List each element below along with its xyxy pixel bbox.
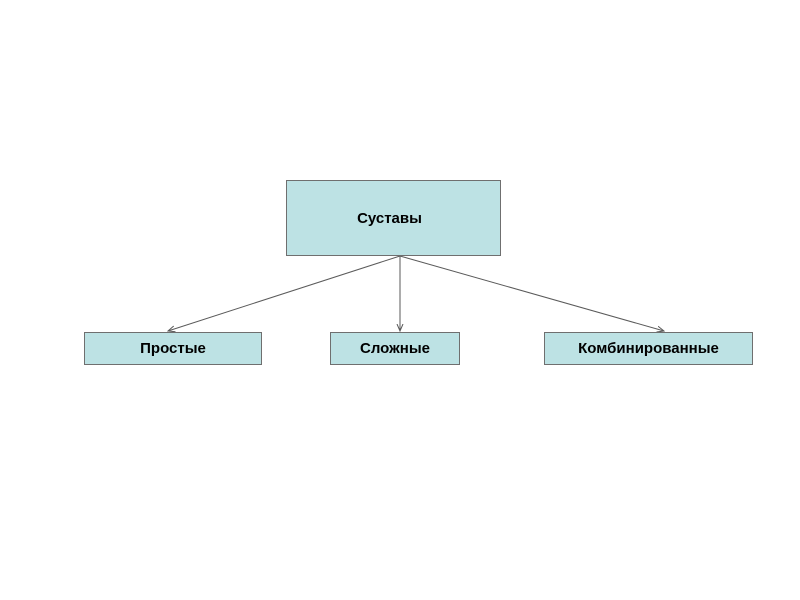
arrow-to-simple — [168, 255, 401, 331]
child-node-simple-label: Простые — [140, 340, 206, 357]
child-node-combined-label: Комбинированные — [578, 340, 719, 357]
child-node-combined-box: Комбинированные — [544, 332, 753, 365]
root-node-label: Суставы — [357, 209, 422, 227]
arrow-to-combined — [399, 255, 664, 331]
child-node-simple-box: Простые — [84, 332, 262, 365]
child-node-complex-box: Сложные — [330, 332, 460, 365]
root-node-box: Суставы — [286, 180, 501, 256]
child-node-complex-label: Сложные — [360, 340, 430, 357]
